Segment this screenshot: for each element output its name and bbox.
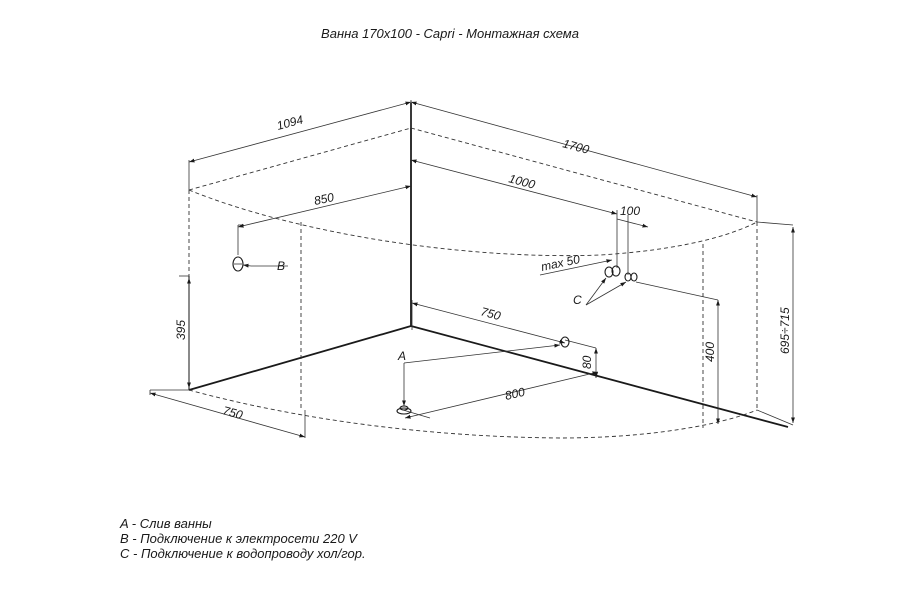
drain-fitting <box>396 336 570 415</box>
legend-item-b: B - Подключение к электросети 220 V <box>120 531 357 546</box>
marker-b: B <box>277 259 285 273</box>
diagram-title: Ванна 170x100 - Capri - Монтажная схема <box>321 26 579 41</box>
extension-lines <box>149 100 794 438</box>
dim-750-front: 750 <box>221 403 244 422</box>
legend: A - Слив ванны B - Подключение к электро… <box>120 516 366 561</box>
marker-a: A <box>397 349 406 363</box>
dimension-lines <box>149 101 795 438</box>
dim-1700: 1700 <box>561 136 591 157</box>
legend-item-c: C - Подключение к водопроводу хол/гор. <box>120 546 366 561</box>
dim-1094: 1094 <box>275 112 305 133</box>
dim-850: 850 <box>313 190 336 208</box>
dim-400: 400 <box>703 342 717 362</box>
dim-100: 100 <box>620 204 640 218</box>
legend-item-a: A - Слив ванны <box>120 516 212 531</box>
marker-c: C <box>573 293 582 307</box>
dim-750-back: 750 <box>479 304 502 323</box>
dim-80: 80 <box>580 355 594 369</box>
dim-395: 395 <box>174 320 188 340</box>
dim-800: 800 <box>504 385 527 403</box>
dim-695-715: 695÷715 <box>778 307 792 354</box>
dim-1000: 1000 <box>507 171 537 192</box>
water-connections <box>604 265 638 282</box>
marker-leaders <box>242 263 627 406</box>
bathtub-outline <box>188 127 758 439</box>
electric-socket <box>232 256 244 272</box>
